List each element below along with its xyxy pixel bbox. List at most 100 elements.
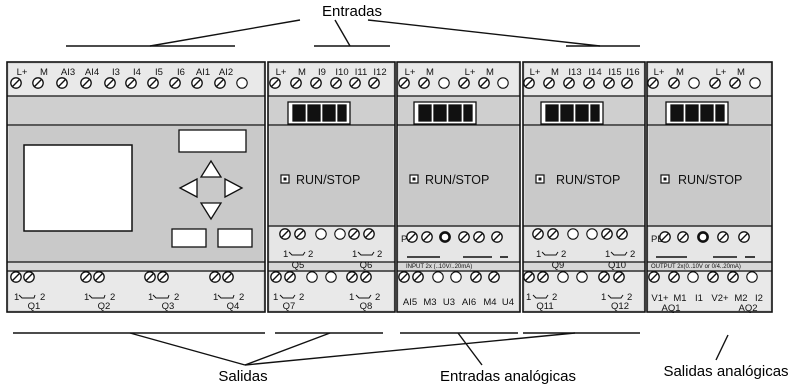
- terminal-label: M: [737, 67, 745, 78]
- terminal-screw-icon: [621, 77, 633, 89]
- terminal-hole-icon: [749, 77, 761, 89]
- terminal-label: L+: [465, 67, 476, 78]
- terminal-screw-icon: [330, 77, 342, 89]
- terminal-screw-icon: [363, 228, 375, 240]
- arrow-up-key[interactable]: [199, 159, 223, 178]
- terminal-label: I9: [318, 67, 326, 78]
- terminal-label: I15: [608, 67, 621, 78]
- display-screen: [23, 144, 133, 232]
- arrow-left-key[interactable]: [178, 177, 198, 199]
- arrow-right-key[interactable]: [224, 177, 244, 199]
- terminal-screw-icon: [222, 271, 234, 283]
- terminal-label: I4: [133, 67, 141, 78]
- terminal-hole-icon: [306, 271, 318, 283]
- svg-text:1: 1: [148, 292, 153, 303]
- terminal-hole-icon: [439, 231, 451, 243]
- terminal-screw-icon: [346, 271, 358, 283]
- terminal-screw-icon: [418, 77, 430, 89]
- svg-text:1: 1: [349, 292, 354, 303]
- terminal-label: V2+: [711, 293, 729, 304]
- output-label: Q9: [552, 260, 565, 271]
- terminal-screw-icon: [707, 271, 719, 283]
- output-label: Q4: [227, 301, 240, 312]
- terminal-hole-icon: [557, 271, 569, 283]
- di-module-1: L+ M I9 I10 I11 I12 RUN/STOP 1 2 1 2: [267, 61, 396, 313]
- terminal-hole-icon: [497, 77, 509, 89]
- terminal-label: I3: [112, 67, 120, 78]
- svg-text:1: 1: [601, 292, 606, 303]
- f2-key[interactable]: [217, 228, 253, 248]
- terminal-screw-icon: [458, 77, 470, 89]
- callout-analog-inputs: Entradas analógicas: [440, 368, 576, 385]
- callout-lines-inputs: [66, 19, 640, 47]
- svg-text:2: 2: [552, 292, 557, 303]
- terminal-label: I12: [373, 67, 386, 78]
- terminal-label: M: [551, 67, 559, 78]
- terminal-screw-icon: [727, 271, 739, 283]
- terminal-screw-icon: [209, 271, 221, 283]
- base-bottom-outputs: 1 2 1 2 1 2 1 2 Q1 Q2 Q3 Q4: [10, 271, 244, 312]
- terminal-screw-icon: [368, 77, 380, 89]
- terminal-screw-icon: [144, 271, 156, 283]
- svg-text:2: 2: [308, 249, 313, 260]
- terminal-screw-icon: [80, 271, 92, 283]
- svg-text:2: 2: [561, 249, 566, 260]
- terminal-label: I6: [177, 67, 185, 78]
- terminal-label: AI4: [85, 67, 99, 78]
- terminal-hole-icon: [697, 231, 709, 243]
- terminal-screw-icon: [412, 271, 424, 283]
- svg-text:1: 1: [605, 249, 610, 260]
- terminal-screw-icon: [738, 231, 750, 243]
- terminal-screw-icon: [269, 77, 281, 89]
- terminal-hole-icon: [450, 271, 462, 283]
- terminal-label: L+: [276, 67, 287, 78]
- output-label: Q2: [98, 301, 111, 312]
- terminal-screw-icon: [56, 77, 68, 89]
- terminal-screw-icon: [537, 271, 549, 283]
- terminal-screw-icon: [104, 77, 116, 89]
- terminal-hole-icon: [586, 228, 598, 240]
- esc-key[interactable]: [178, 129, 247, 153]
- terminal-label: I14: [588, 67, 601, 78]
- terminal-label: I10: [335, 67, 348, 78]
- terminal-screw-icon: [23, 271, 35, 283]
- terminal-hole-icon: [432, 271, 444, 283]
- terminal-label: AI6: [462, 297, 476, 308]
- callout-analog-outputs: Salidas analógicas: [663, 363, 788, 380]
- f1-key[interactable]: [171, 228, 207, 248]
- run-stop-label: RUN/STOP: [556, 173, 620, 187]
- terminal-label: I5: [155, 67, 163, 78]
- terminal-label: I11: [355, 67, 368, 78]
- terminal-label: M: [486, 67, 494, 78]
- output-label: Q1: [28, 301, 41, 312]
- terminal-screw-icon: [294, 228, 306, 240]
- connector-slot: [413, 101, 477, 125]
- terminal-hole-icon: [315, 228, 327, 240]
- svg-text:1: 1: [84, 292, 89, 303]
- terminal-label: AI2: [219, 67, 233, 78]
- terminal-screw-icon: [668, 77, 680, 89]
- terminal-screw-icon: [729, 77, 741, 89]
- output-label: Q5: [292, 260, 305, 271]
- terminal-screw-icon: [157, 271, 169, 283]
- callout-inputs: Entradas: [322, 3, 382, 20]
- terminal-label: L+: [716, 67, 727, 78]
- terminal-label: AI1: [196, 67, 210, 78]
- terminal-label: L+: [17, 67, 28, 78]
- terminal-screw-icon: [598, 271, 610, 283]
- terminal-screw-icon: [10, 271, 22, 283]
- svg-text:1: 1: [536, 249, 541, 260]
- terminal-label: M: [426, 67, 434, 78]
- run-stop-label: RUN/STOP: [678, 173, 742, 187]
- terminal-screw-icon: [406, 231, 418, 243]
- svg-text:1: 1: [283, 249, 288, 260]
- terminal-screw-icon: [398, 271, 410, 283]
- svg-text:1: 1: [213, 292, 218, 303]
- terminal-hole-icon: [687, 271, 699, 283]
- terminal-label: L+: [530, 67, 541, 78]
- terminal-screw-icon: [668, 271, 680, 283]
- terminal-screw-icon: [709, 77, 721, 89]
- terminal-screw-icon: [473, 231, 485, 243]
- arrow-down-key[interactable]: [199, 202, 223, 221]
